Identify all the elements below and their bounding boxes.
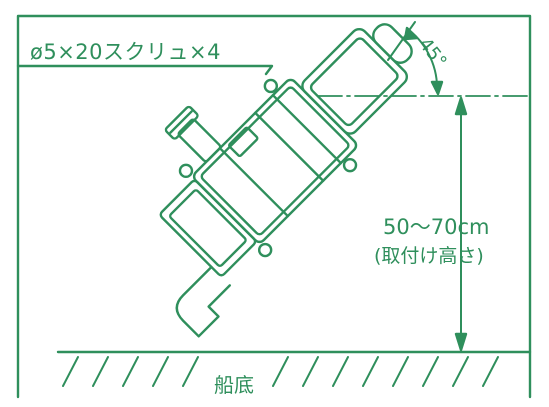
angle-arrow-top [403, 26, 419, 41]
height-arrow-top [454, 96, 468, 116]
screw-leader-line [16, 64, 274, 76]
angle-extension-line [387, 21, 416, 61]
pump-body [159, 23, 413, 338]
mounting-wall [16, 14, 532, 399]
height-arrow-bottom [454, 332, 468, 352]
angle-arrow-bottom [430, 80, 444, 96]
height-note-label: (取付け高さ) [374, 245, 484, 267]
floor-hatching [62, 356, 499, 387]
screw-spec-label: ø5×20スクリュ×4 [30, 40, 221, 64]
floor-label: 船底 [214, 373, 254, 397]
height-label: 50～70cm [383, 215, 490, 239]
